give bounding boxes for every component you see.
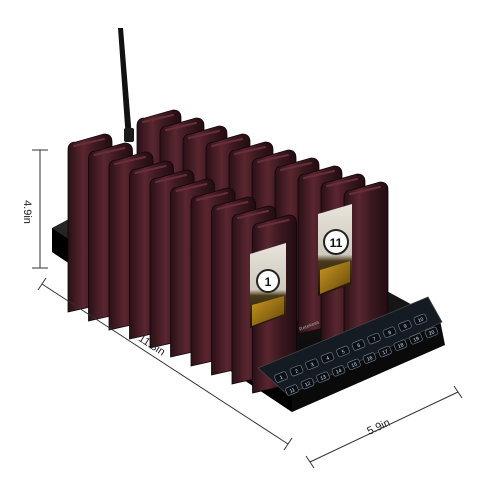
keypad-button[interactable] — [305, 358, 319, 370]
keypad-button-label: 20 — [428, 329, 436, 337]
pager-number-back: 11 — [330, 236, 343, 250]
keypad-button-label: 5 — [341, 349, 346, 356]
keypad-button[interactable] — [393, 339, 408, 351]
keypad-button-label: 9 — [403, 323, 408, 330]
keypad-button-label: 3 — [310, 362, 315, 369]
keypad-button-label: 1 — [279, 375, 284, 382]
keypad-button-label: 15 — [351, 361, 359, 369]
keypad-button-label: 4 — [325, 355, 330, 362]
pager-screen-front: 1 — [250, 243, 286, 328]
keypad-button[interactable] — [362, 352, 377, 364]
keypad-button-label: 14 — [335, 368, 343, 376]
keypad-button[interactable] — [398, 320, 412, 332]
keypad-button[interactable] — [274, 371, 288, 383]
keypad-button-label: 12 — [304, 381, 312, 389]
keypad-button[interactable] — [351, 339, 366, 351]
keypad-button[interactable] — [336, 345, 350, 358]
keypad-button[interactable] — [424, 326, 439, 339]
keypad-button-label: 19 — [413, 336, 421, 344]
keypad-button-label: 16 — [366, 355, 374, 363]
keypad-button-label: 13 — [320, 374, 328, 382]
keypad-button-label: 17 — [382, 349, 390, 357]
keypad-button[interactable] — [413, 313, 428, 326]
keypad-button[interactable] — [409, 333, 423, 345]
keypad-button[interactable] — [382, 326, 397, 338]
pager-screen-back: 11 — [318, 204, 352, 296]
dimension-height-label: 4.9in — [21, 200, 33, 224]
keypad-button[interactable] — [300, 377, 315, 390]
keypad-button[interactable] — [320, 352, 335, 364]
keypad-button-label: 11 — [289, 387, 296, 395]
dimension-width-label: 5.9in — [365, 417, 392, 438]
keypad-button-label: 6 — [356, 343, 361, 350]
keypad-button[interactable] — [289, 364, 304, 377]
keypad-button[interactable] — [347, 358, 361, 371]
keypad-button[interactable] — [331, 365, 346, 377]
keypad-button[interactable] — [285, 384, 299, 396]
dimension-height: 4.9in — [21, 149, 48, 269]
keypad-button-label: 8 — [387, 330, 392, 337]
keypad-button-label: 18 — [397, 342, 405, 350]
dimension-width: 5.9in — [305, 385, 463, 469]
keypad-button[interactable] — [367, 332, 381, 345]
keypad-button-label: 2 — [294, 368, 299, 375]
keypad-button-label: 10 — [417, 316, 425, 324]
keypad-button[interactable] — [378, 345, 392, 358]
keypad-button-label: 7 — [372, 336, 377, 343]
pager-number-front: 1 — [265, 275, 272, 289]
keypad-button[interactable] — [316, 371, 330, 383]
antenna — [118, 28, 134, 142]
